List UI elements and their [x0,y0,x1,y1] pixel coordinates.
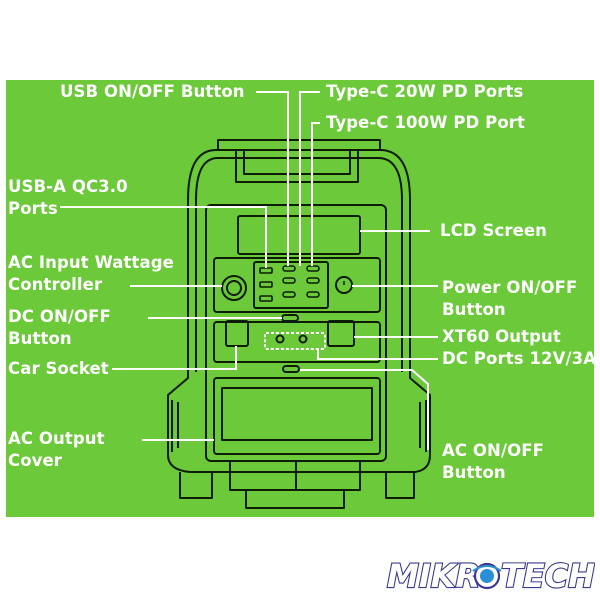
ac-input-dial-inner [226,280,242,296]
label-xt60: XT60 Output [442,327,561,346]
label-ac-onoff: AC ON/OFF Button [442,441,544,482]
label-usb-onoff: USB ON/OFF Button [60,82,245,101]
dc-ports-outline [264,332,326,350]
leader-car [112,346,237,370]
label-ac-cover: AC Output Cover [8,429,105,470]
leader-typec100 [311,122,320,266]
logo-text-part1: MIKR [387,557,480,595]
label-ac-input: AC Input Wattage Controller [8,253,174,294]
ac-output-frame [213,377,381,455]
dc-port-1 [275,334,285,344]
ac-onoff-button [282,365,300,373]
leader-usb-onoff [256,91,289,266]
leader-usba [60,206,267,268]
logo-text-part2: TECH [501,557,595,595]
mikrotech-logo: MIKR TECH [386,556,595,595]
ac-input-dial [221,275,247,301]
bottom-feet [179,462,415,509]
xt60-port [327,320,355,347]
label-typec20: Type-C 20W PD Ports [326,82,524,101]
dc-onoff-button [281,314,299,322]
leader-ac-onoff [300,369,429,450]
label-typec100: Type-C 100W PD Port [326,113,526,132]
leader-dc-ports [317,349,438,360]
ac-output-cover [221,387,373,441]
label-lcd: LCD Screen [440,221,547,240]
label-dc-ports: DC Ports 12V/3A [442,349,597,368]
leader-typec20 [299,91,320,266]
usb-port-frame [253,261,329,309]
logo-globe-icon [472,562,502,590]
front-panel [205,204,387,462]
leader-lines [60,91,438,450]
label-dc-onoff: DC ON/OFF Button [8,307,111,348]
dc-port-2 [298,334,308,344]
label-power: Power ON/OFF Button [442,278,578,319]
label-car: Car Socket [8,359,109,378]
dc-section-frame [213,321,381,363]
label-usba: USB-A QC3.0 Ports [8,177,128,218]
usb-ports [259,265,320,302]
car-socket [225,320,249,347]
